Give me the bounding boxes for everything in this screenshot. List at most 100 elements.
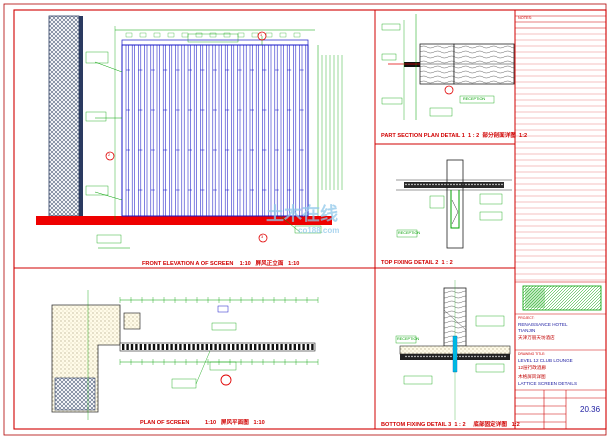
grout-dot (489, 355, 491, 358)
plan-slat (240, 344, 244, 350)
callout-number: 3 (261, 235, 264, 239)
grout-dot (450, 355, 452, 358)
part-section-title: PART SECTION PLAN DETAIL 1 1 : 2 部分剖面详图 … (381, 133, 528, 139)
grout-dot (492, 355, 494, 358)
plan-slat (192, 344, 195, 350)
grout-dot (435, 355, 437, 358)
grout-dot (486, 183, 488, 186)
plan-slat (284, 344, 288, 350)
grout-dot (438, 355, 440, 358)
plan-slat (139, 344, 142, 350)
plan-slat (271, 344, 274, 350)
grout-dot (444, 355, 446, 358)
grout-dot (435, 183, 437, 186)
dim-tick-box (293, 32, 301, 38)
grout-dot (414, 355, 416, 358)
reception-tag: RECEPTION (397, 337, 420, 341)
plan-slat (196, 344, 200, 350)
grout-dot (420, 355, 422, 358)
dim-tick-box (209, 32, 217, 38)
dim-tick-box (195, 32, 203, 38)
watermark: 土木在线 (266, 204, 338, 224)
bottom-fixing-title: BOTTOM FIXING DETAIL 3 1 : 2 底部固定详图 1:2 (381, 422, 520, 428)
drawing-title-line2: LATTICE SCREEN DETAILS (518, 381, 578, 386)
plan-slat (205, 344, 208, 350)
grout-dot (453, 183, 455, 186)
plan-view (51, 290, 319, 420)
grout-dot (459, 183, 461, 186)
grout-dot (495, 355, 497, 358)
grout-dot (504, 183, 506, 186)
grout-dot (474, 355, 476, 358)
drawing-title-line1: LEVEL 12 CLUB LOUNGE (518, 358, 573, 363)
drawing-title-cn2: 木格屏风详图 (518, 374, 546, 379)
plan-slat (258, 344, 261, 350)
plan-slat (183, 344, 186, 350)
notes-label: NOTES: (518, 16, 533, 20)
grout-dot (486, 355, 488, 358)
grout-dot (474, 183, 476, 186)
title-block (515, 15, 606, 429)
grout-dot (423, 183, 425, 186)
project-name-line2: TIANJIN (518, 328, 536, 333)
plan-slat (306, 344, 310, 350)
grout-dot (501, 183, 503, 186)
project-label: PROJECT: (518, 316, 535, 320)
grout-dot (459, 355, 461, 358)
grout-dot (504, 355, 506, 358)
grout-dot (444, 183, 446, 186)
plan-slat (302, 344, 305, 350)
grout-dot (411, 183, 413, 186)
grout-dot (429, 355, 431, 358)
plan-slat (232, 344, 235, 350)
grout-dot (411, 355, 413, 358)
grout-dot (447, 183, 449, 186)
front-elevation-title: FRONT ELEVATION A OF SCREEN 1:10 屏风正立面 1… (142, 261, 300, 267)
grout-dot (441, 355, 443, 358)
grout-dot (498, 183, 500, 186)
grout-dot (465, 183, 467, 186)
grout-dot (492, 183, 494, 186)
drawing-title-cn1: 12层行政酒廊 (518, 365, 547, 370)
plan-slat (218, 344, 222, 350)
grout-dot (417, 183, 419, 186)
drawing-title-label: DRAWING TITLE: (518, 352, 546, 356)
plan-slat (311, 344, 314, 350)
watermark-url: co188.com (298, 226, 340, 235)
plan-slat (249, 344, 252, 350)
grout-dot (468, 183, 470, 186)
grout-dot (498, 355, 500, 358)
grout-dot (417, 355, 419, 358)
plan-slat (262, 344, 266, 350)
grout-dot (450, 183, 452, 186)
plan-slat (188, 344, 191, 350)
grout-dot (426, 355, 428, 358)
grout-dot (432, 355, 434, 358)
plan-title: PLAN OF SCREEN 1:10 屏风平面图 1:10 (140, 420, 265, 426)
grout-dot (405, 355, 407, 358)
grout-dot (480, 183, 482, 186)
callout-number: 1 (260, 33, 263, 37)
grout-dot (471, 183, 473, 186)
top-fixing-detail (396, 159, 512, 249)
grout-dot (456, 183, 458, 186)
grout-dot (426, 183, 428, 186)
callout-number: 2 (108, 153, 111, 157)
grout-dot (447, 355, 449, 358)
plan-slat (166, 344, 169, 350)
grout-dot (408, 355, 410, 358)
grout-dot (462, 355, 464, 358)
grout-dot (477, 355, 479, 358)
plan-slat (174, 344, 178, 350)
bottom-fixing-detail (395, 280, 511, 420)
reception-tag: RECEPTION (463, 97, 486, 101)
plan-slat (201, 344, 204, 350)
grout-dot (465, 355, 467, 358)
plan-slat (148, 344, 151, 350)
plan-slat (254, 344, 257, 350)
grout-dot (495, 183, 497, 186)
grout-dot (483, 355, 485, 358)
plan-slat (157, 344, 160, 350)
grout-dot (471, 355, 473, 358)
plan-slat (144, 344, 147, 350)
